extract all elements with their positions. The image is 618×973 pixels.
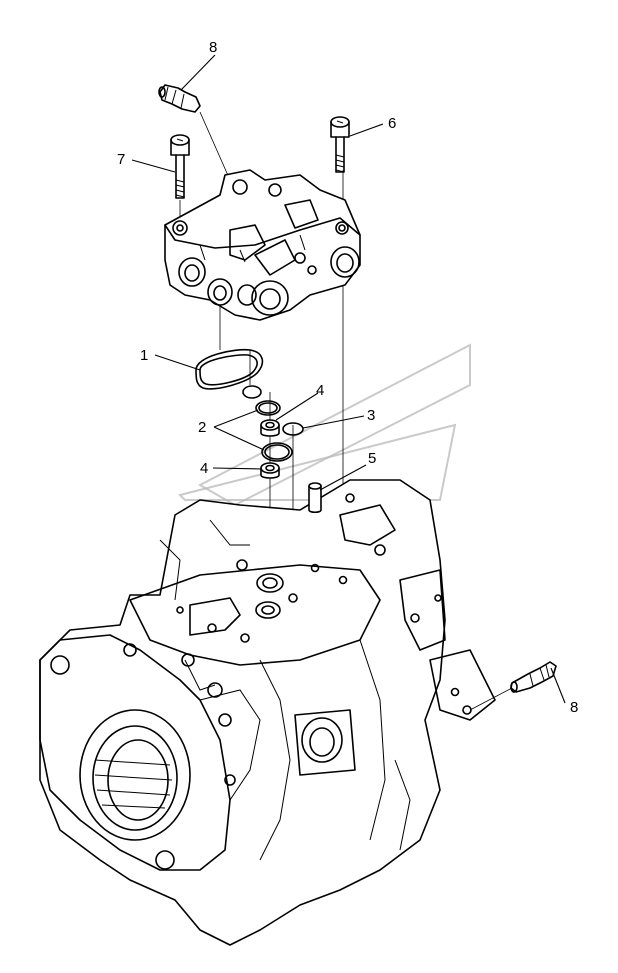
pump-housing: [39, 479, 496, 946]
callout-1: 1: [140, 347, 148, 364]
sensor-plug-right: [469, 661, 557, 711]
callout-8-top: 8: [209, 39, 217, 56]
gasket-ring: [195, 348, 264, 390]
callout-3: 3: [367, 407, 375, 424]
callout-4-upper: 4: [316, 382, 324, 399]
leader-lines: [131, 54, 566, 704]
callout-6: 6: [388, 115, 396, 132]
cap-screw-left: [170, 134, 190, 199]
dowel-pin: [308, 482, 322, 514]
bushings: [260, 419, 280, 479]
o-rings: [242, 385, 293, 462]
callout-labels: 8 6 7 1 2 4 3 4 5 8: [117, 39, 578, 716]
control-valve-block: [164, 169, 361, 321]
callout-7: 7: [117, 151, 125, 168]
sensor-plug-top: [158, 84, 201, 113]
callout-4-lower: 4: [200, 460, 208, 477]
callout-8-right: 8: [570, 699, 578, 716]
callout-2: 2: [198, 419, 206, 436]
callout-5: 5: [368, 450, 376, 467]
cap-screw-right: [330, 116, 350, 173]
small-o-ring: [282, 422, 304, 436]
